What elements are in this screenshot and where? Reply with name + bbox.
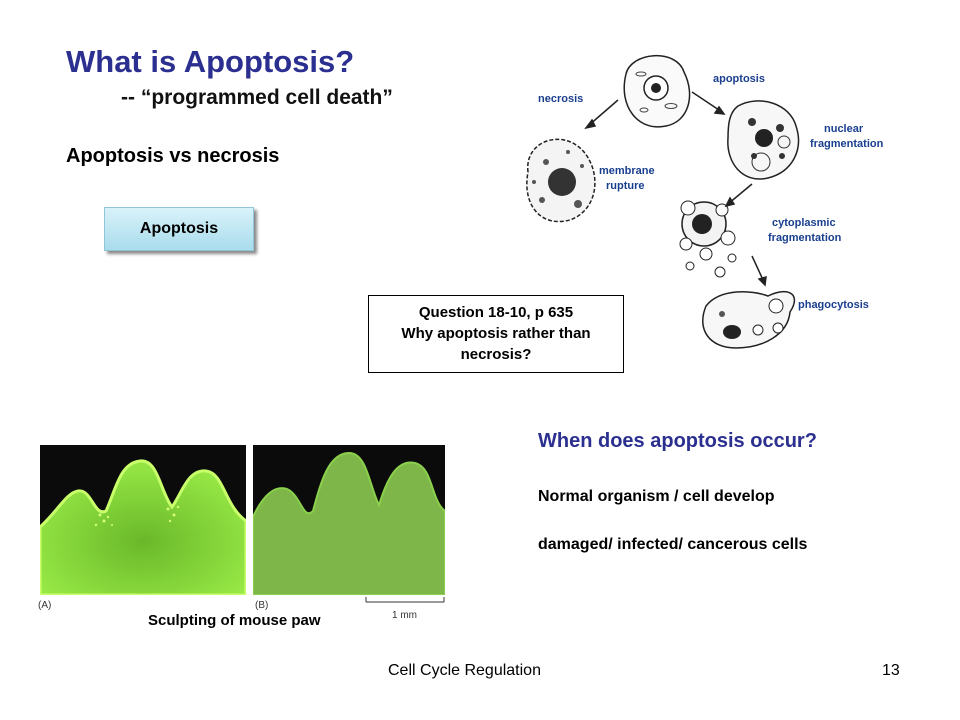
cytoplasmic-fragmentation-label: fragmentation [768, 232, 842, 244]
question-line-1: Question 18-10, p 635 [418, 304, 574, 321]
occurrence-normal: Normal organism / cell develop [538, 488, 775, 505]
when-heading: When does apoptosis occur? [538, 430, 817, 452]
question-line-2: Why apoptosis rather than [401, 325, 591, 342]
membrane-label: membrane [599, 165, 655, 177]
comparison-heading: Apoptosis vs necrosis [66, 145, 280, 167]
necrotic-cell-image [526, 138, 596, 223]
phagocytosis-cell-image [702, 291, 796, 349]
scale-label: 1 mm [392, 610, 417, 621]
panel-a-label: (A) [38, 600, 51, 611]
page-number: 13 [882, 662, 900, 679]
apoptosis-label: apoptosis [713, 73, 765, 85]
cell-death-diagram: necrosis apoptosis membrane rupture nucl… [526, 55, 884, 349]
nuclear-fragmentation-label: fragmentation [810, 138, 884, 150]
occurrence-damaged: damaged/ infected/ cancerous cells [538, 536, 808, 553]
nuclear-label: nuclear [824, 123, 864, 135]
cytoplasmic-fragmentation-cell-image [679, 200, 737, 278]
phagocytosis-label: phagocytosis [798, 299, 869, 311]
scale-bar [365, 597, 445, 603]
question-line-3: necrosis? [460, 346, 532, 363]
paw-figure-annotations: (A) (B) 1 mm [38, 597, 445, 621]
rupture-label: rupture [606, 180, 645, 192]
process-arrows [584, 91, 767, 287]
apoptosis-button[interactable]: Apoptosis [104, 207, 254, 251]
slide-subtitle: -- “programmed cell death” [121, 86, 393, 109]
panel-b-label: (B) [255, 600, 268, 611]
footer-text: Cell Cycle Regulation [388, 662, 541, 679]
necrosis-label: necrosis [538, 93, 583, 105]
paw-image-b [253, 445, 445, 595]
healthy-cell-image [623, 55, 691, 128]
slide-title: What is Apoptosis? [66, 44, 355, 79]
question-box: Question 18-10, p 635 Why apoptosis rath… [368, 295, 624, 373]
paw-caption: Sculpting of mouse paw [148, 612, 321, 629]
paw-image-a [40, 445, 246, 595]
nuclear-fragmentation-cell-image [727, 100, 800, 180]
cytoplasmic-label: cytoplasmic [772, 217, 836, 229]
